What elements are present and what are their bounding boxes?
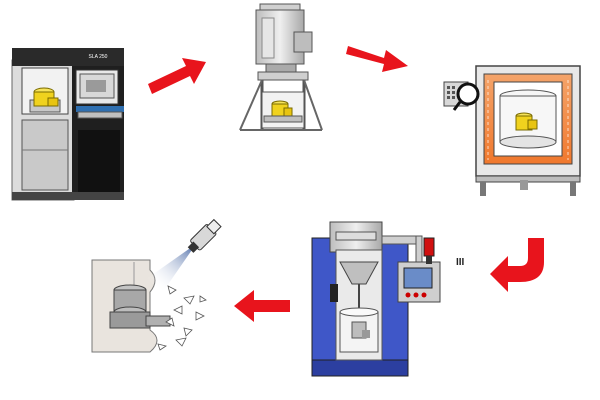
arrow-3 bbox=[490, 238, 544, 292]
magnifier-icon bbox=[443, 81, 480, 111]
sla-machine-icon bbox=[11, 48, 124, 201]
vacuum-chamber-icon bbox=[311, 221, 441, 377]
oven-icon bbox=[475, 65, 581, 196]
arrow-1 bbox=[148, 58, 206, 94]
sla-machine-label: SLA 250 bbox=[89, 54, 108, 60]
arrow-2 bbox=[346, 46, 408, 72]
sandblast-nozzle-icon bbox=[91, 218, 222, 353]
chamber-label: III bbox=[456, 257, 465, 268]
arrow-4 bbox=[234, 290, 290, 322]
vacuum-casting-tower-icon bbox=[239, 3, 323, 131]
